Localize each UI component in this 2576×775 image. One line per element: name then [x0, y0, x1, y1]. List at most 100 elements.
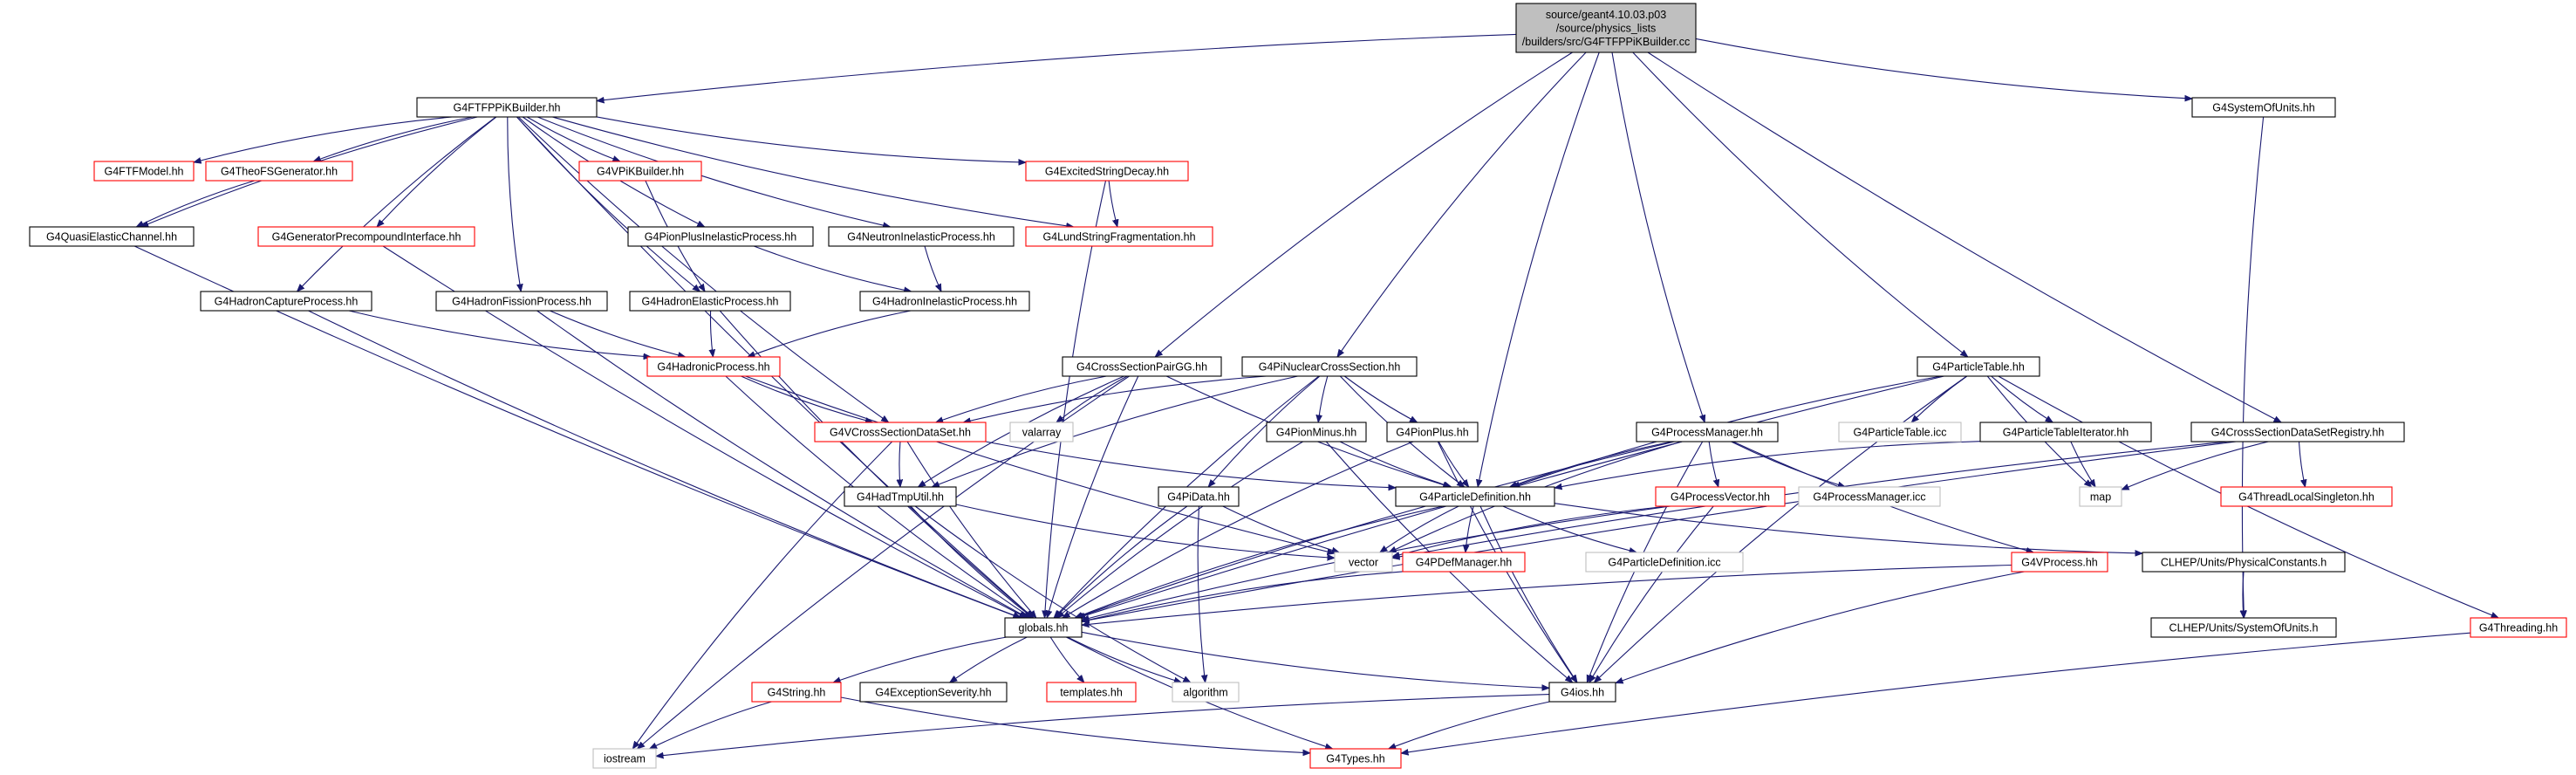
node-g4types[interactable]: G4Types.hh: [1309, 748, 1402, 769]
node-label-vpikbuilder-0: G4VPiKBuilder.hh: [597, 165, 684, 177]
node-clhepphysconst[interactable]: CLHEP/Units/PhysicalConstants.h: [2142, 552, 2346, 573]
edge-pinuclearcs-to-vcrosssectiondataset: [963, 375, 1267, 422]
node-vpikbuilder[interactable]: G4VPiKBuilder.hh: [578, 161, 702, 182]
node-g4string[interactable]: G4String.hh: [751, 682, 842, 703]
edge-pinuclearcs-to-hadtmputil: [932, 375, 1298, 488]
node-hadtmputil[interactable]: G4HadTmpUtil.hh: [844, 486, 957, 507]
edge-hadronicprocess-to-vector: [745, 375, 1335, 553]
node-vprocess[interactable]: G4VProcess.hh: [2011, 552, 2108, 573]
node-box-g4string: [751, 682, 842, 703]
node-box-particledefinition: [1395, 486, 1555, 507]
node-box-algorithm: [1172, 682, 1240, 703]
edge-g4string-to-g4types: [840, 696, 1310, 753]
node-box-pdefmanager: [1402, 552, 1526, 573]
node-vector: vector: [1334, 552, 1393, 573]
node-label-valarray-0: valarray: [1022, 426, 1062, 438]
node-label-particletableicc-0: G4ParticleTable.icc: [1854, 426, 1947, 438]
node-generatorprecompound[interactable]: G4GeneratorPrecompoundInterface.hh: [257, 226, 475, 247]
node-processvector[interactable]: G4ProcessVector.hh: [1655, 486, 1786, 507]
node-label-pinuclearcs-0: G4PiNuclearCrossSection.hh: [1259, 360, 1401, 373]
node-label-vector-0: vector: [1349, 556, 1378, 568]
edge-ftfppikbuilder-to-hadronelastic: [516, 116, 700, 291]
node-crosssectionregistry[interactable]: G4CrossSectionDataSetRegistry.hh: [2190, 422, 2405, 442]
node-label-crosssectionregistry-0: G4CrossSectionDataSetRegistry.hh: [2211, 426, 2385, 438]
node-label-processmanager-0: G4ProcessManager.hh: [1651, 426, 1763, 438]
node-label-particletable-0: G4ParticleTable.hh: [1932, 360, 2025, 373]
node-neutroninelastic[interactable]: G4NeutronInelasticProcess.hh: [828, 226, 1015, 247]
edge-root-to-particledefinition: [1478, 51, 1600, 487]
node-label-clhepphysconst-0: CLHEP/Units/PhysicalConstants.h: [2161, 556, 2327, 568]
edge-hadtmputil-to-algorithm: [914, 505, 1191, 682]
node-hadronicprocess[interactable]: G4HadronicProcess.hh: [646, 356, 781, 377]
edge-crosssectionregistry-to-globals: [1082, 441, 2237, 621]
node-label-ftfppikbuilder-0: G4FTFPPiKBuilder.hh: [454, 101, 561, 113]
edge-pidata-to-algorithm: [1197, 505, 1205, 682]
nodes-layer: source/geant4.10.03.p03/source/physics_l…: [29, 3, 2567, 769]
node-systemofunits[interactable]: G4SystemOfUnits.hh: [2191, 97, 2336, 118]
node-particledefinition[interactable]: G4ParticleDefinition.hh: [1395, 486, 1555, 507]
node-ftfmodel[interactable]: G4FTFModel.hh: [93, 161, 195, 182]
node-processmanager[interactable]: G4ProcessManager.hh: [1636, 422, 1779, 442]
node-box-vcrosssectiondataset: [814, 422, 987, 442]
node-box-vector: [1334, 552, 1393, 573]
node-label-particledefinitionicc-0: G4ParticleDefinition.icc: [1608, 556, 1720, 568]
node-ftfppikbuilder[interactable]: G4FTFPPiKBuilder.hh: [416, 97, 598, 118]
edge-particledefinition-to-vector: [1380, 505, 1459, 552]
node-pionplus[interactable]: G4PionPlus.hh: [1386, 422, 1479, 442]
node-pionminus[interactable]: G4PionMinus.hh: [1266, 422, 1367, 442]
node-vcrosssectiondataset[interactable]: G4VCrossSectionDataSet.hh: [814, 422, 987, 442]
node-label-processmanagericc-0: G4ProcessManager.icc: [1813, 490, 1925, 503]
edge-ftfppikbuilder-to-excitedstringdecay: [596, 116, 1026, 162]
node-excitedstringdecay[interactable]: G4ExcitedStringDecay.hh: [1025, 161, 1189, 182]
node-label-pionminus-0: G4PionMinus.hh: [1276, 426, 1356, 438]
edge-threading-to-g4types: [1401, 632, 2471, 753]
node-box-vprocess: [2011, 552, 2108, 573]
node-root[interactable]: source/geant4.10.03.p03/source/physics_l…: [1515, 3, 1697, 53]
node-label-g4ios-0: G4ios.hh: [1561, 686, 1604, 698]
node-clhepsystemofunits[interactable]: CLHEP/Units/SystemOfUnits.h: [2150, 617, 2337, 638]
node-templates[interactable]: templates.hh: [1046, 682, 1137, 703]
node-particletable[interactable]: G4ParticleTable.hh: [1917, 356, 2040, 377]
node-box-neutroninelastic: [828, 226, 1015, 247]
node-lundstring[interactable]: G4LundStringFragmentation.hh: [1025, 226, 1213, 247]
node-label-vcrosssectiondataset-0: G4VCrossSectionDataSet.hh: [830, 426, 971, 438]
edge-pionplus-to-particledefinition: [1438, 441, 1468, 487]
node-valarray: valarray: [1009, 422, 1074, 442]
node-box-processmanagericc: [1798, 486, 1941, 507]
edge-globals-to-g4ios: [1081, 631, 1549, 688]
node-pionplusinelastic[interactable]: G4PionPlusInelasticProcess.hh: [627, 226, 814, 247]
edge-pionplusinelastic-to-hadroninelastic: [754, 245, 912, 291]
node-theofsgenerator[interactable]: G4TheoFSGenerator.hh: [205, 161, 353, 182]
edge-processmanager-to-particledefinition: [1510, 441, 1673, 487]
edge-neutroninelastic-to-hadroninelastic: [924, 245, 942, 291]
node-quasielasticchannel[interactable]: G4QuasiElasticChannel.hh: [29, 226, 195, 247]
edge-pionminus-to-particledefinition: [1339, 441, 1452, 487]
node-exceptionseverity[interactable]: G4ExceptionSeverity.hh: [859, 682, 1008, 703]
node-label-map-0: map: [2090, 490, 2111, 503]
edge-pinuclearcs-to-pionminus: [1318, 375, 1329, 422]
node-particletableiterator[interactable]: G4ParticleTableIterator.hh: [1979, 422, 2152, 442]
node-hadronfission[interactable]: G4HadronFissionProcess.hh: [435, 291, 608, 312]
node-hadroninelastic[interactable]: G4HadronInelasticProcess.hh: [859, 291, 1030, 312]
node-hadroncapture[interactable]: G4HadronCaptureProcess.hh: [200, 291, 372, 312]
node-processmanagericc: G4ProcessManager.icc: [1798, 486, 1941, 507]
node-pdefmanager[interactable]: G4PDefManager.hh: [1402, 552, 1526, 573]
node-box-crosssectionpairgg: [1062, 356, 1222, 377]
node-label-theofsgenerator-0: G4TheoFSGenerator.hh: [221, 165, 338, 177]
edge-hadronelastic-to-hadronicprocess: [710, 310, 713, 357]
node-label-systemofunits-0: G4SystemOfUnits.hh: [2212, 101, 2314, 113]
node-pidata[interactable]: G4PiData.hh: [1158, 486, 1240, 507]
edge-processmanager-to-globals: [1076, 441, 1675, 618]
node-box-processvector: [1655, 486, 1786, 507]
node-hadronelastic[interactable]: G4HadronElasticProcess.hh: [629, 291, 791, 312]
node-globals[interactable]: globals.hh: [1004, 617, 1083, 638]
edge-crosssectionregistry-to-threadlocalsingleton: [2298, 441, 2306, 487]
node-g4ios[interactable]: G4ios.hh: [1548, 682, 1616, 703]
node-pinuclearcs[interactable]: G4PiNuclearCrossSection.hh: [1241, 356, 1418, 377]
node-crosssectionpairgg[interactable]: G4CrossSectionPairGG.hh: [1062, 356, 1222, 377]
node-label-particledefinition-0: G4ParticleDefinition.hh: [1419, 490, 1531, 503]
edge-particletableiterator-to-map: [2070, 441, 2095, 487]
node-threading[interactable]: G4Threading.hh: [2470, 617, 2567, 638]
node-box-systemofunits: [2191, 97, 2336, 118]
node-threadlocalsingleton[interactable]: G4ThreadLocalSingleton.hh: [2220, 486, 2393, 507]
